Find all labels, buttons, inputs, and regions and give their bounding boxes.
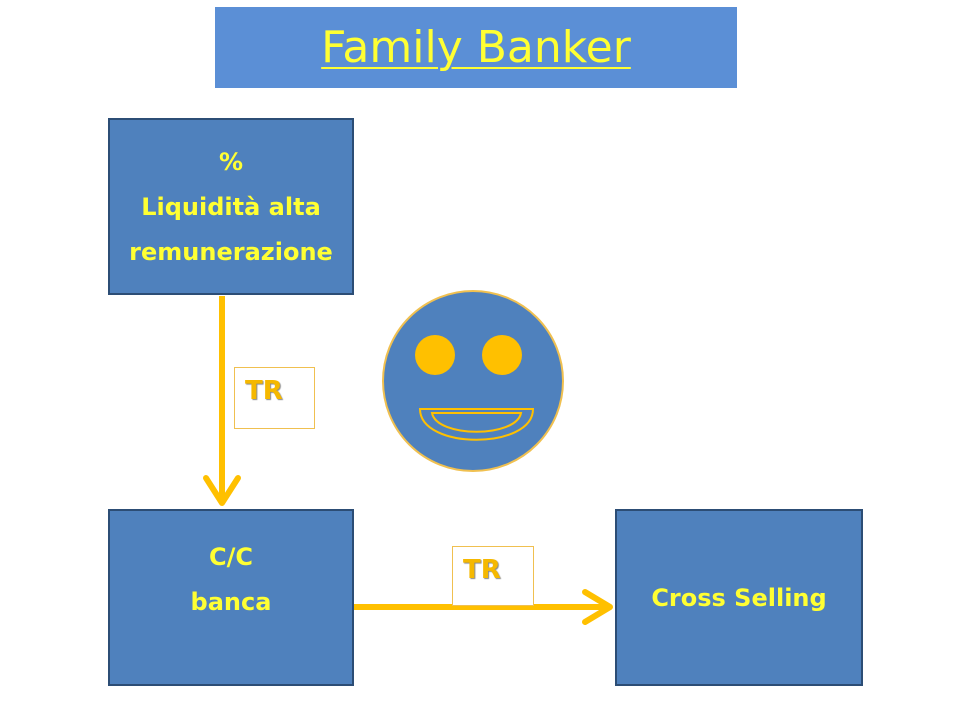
- page-title: Family Banker: [321, 22, 631, 73]
- cross-selling-box: Cross Selling: [615, 509, 863, 686]
- title-banner: Family Banker: [215, 7, 737, 88]
- smiley-face-icon: [382, 290, 564, 472]
- liquidita-label: Liquidità alta: [141, 193, 321, 221]
- liquidita-percent-label: %: [218, 148, 244, 176]
- tr-label-vertical: TR: [234, 367, 315, 429]
- cc-banca-box: C/C banca: [108, 509, 354, 686]
- cc-label: C/C: [209, 543, 253, 571]
- remunerazione-label: remunerazione: [129, 238, 333, 266]
- tr-label-horizontal: TR: [452, 546, 534, 606]
- cross-selling-label: Cross Selling: [651, 583, 827, 612]
- banca-label: banca: [190, 588, 272, 616]
- liquidita-box: % Liquidità alta remunerazione: [108, 118, 354, 295]
